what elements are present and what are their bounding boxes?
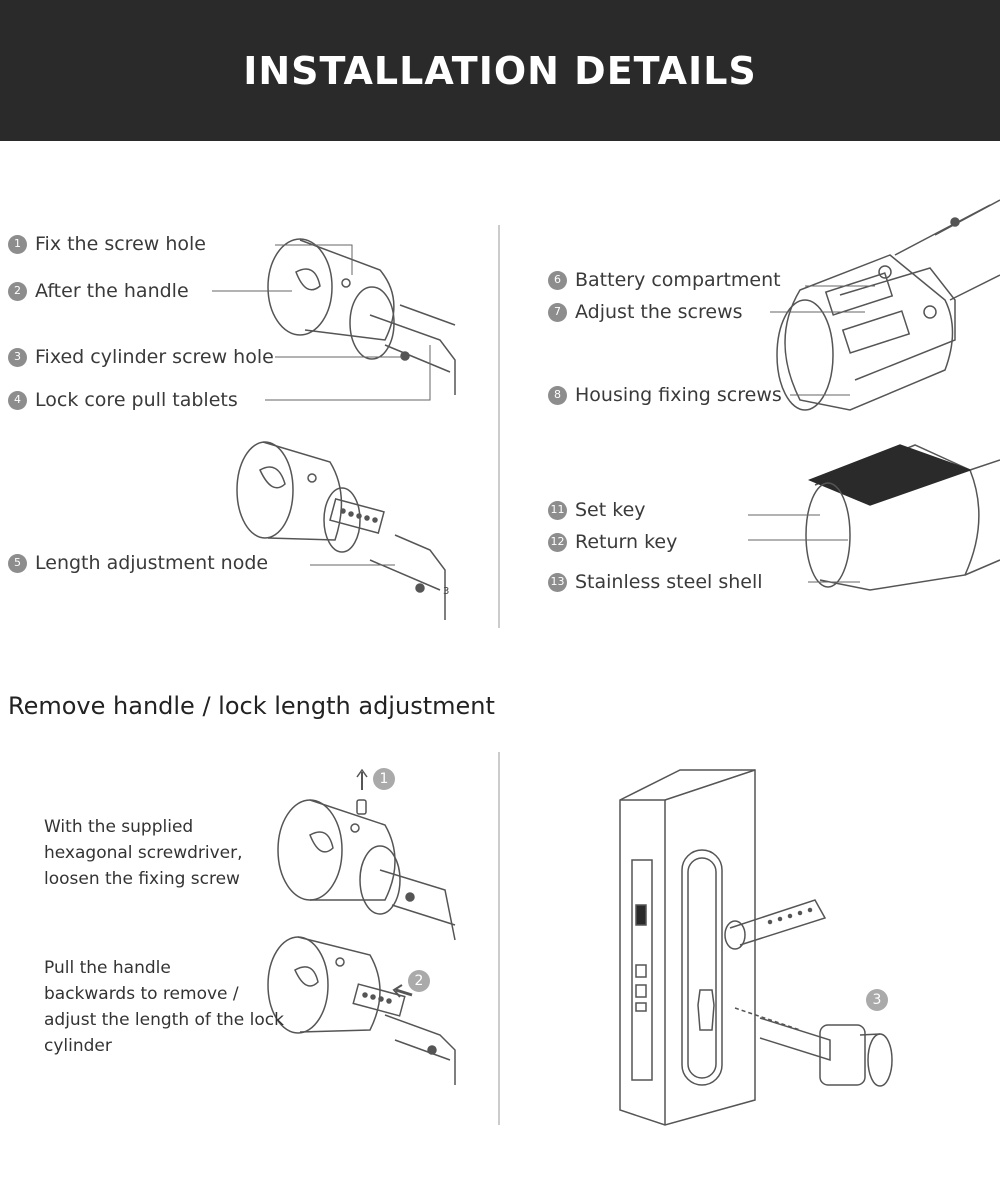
section-title: Remove handle / lock length adjustment <box>8 692 495 720</box>
label-lock-core-pull-tablets: 4 Lock core pull tablets <box>8 389 238 411</box>
number-badge: 11 <box>548 500 567 520</box>
step2-cylinder-illustration <box>267 936 456 1085</box>
label-text: Set key <box>575 499 646 521</box>
number-badge: 12 <box>548 532 567 552</box>
number-badge: 8 <box>548 385 567 405</box>
page-title: INSTALLATION DETAILS <box>243 48 757 93</box>
number-badge: 1 <box>8 234 27 254</box>
step2-instructions: Pull the handle backwards to remove / ad… <box>44 955 294 1059</box>
number-badge: 4 <box>8 390 27 410</box>
door-handle-illustration <box>619 769 893 1126</box>
label-text: Return key <box>575 531 678 553</box>
step2-line: Pull the handle <box>44 958 171 978</box>
label-text: Adjust the screws <box>575 301 743 323</box>
tick-label-3: 3 <box>443 586 449 597</box>
step1-line: loosen the fixing screw <box>44 869 240 889</box>
number-badge: 7 <box>548 302 567 322</box>
label-text: Fix the screw hole <box>35 233 206 255</box>
label-set-key: 11 Set key <box>548 499 646 521</box>
number-badge: 6 <box>548 270 567 290</box>
step2-line: backwards to remove / <box>44 984 239 1004</box>
label-text: Fixed cylinder screw hole <box>35 346 274 368</box>
number-badge: 3 <box>8 347 27 367</box>
number-badge: 5 <box>8 553 27 573</box>
step2-line: adjust the length of the lock <box>44 1010 284 1030</box>
step1-instructions: With the supplied hexagonal screwdriver,… <box>44 814 294 892</box>
header-banner: INSTALLATION DETAILS <box>0 0 1000 141</box>
label-text: Lock core pull tablets <box>35 389 238 411</box>
label-length-adjustment-node: 5 Length adjustment node <box>8 552 268 574</box>
label-text: Stainless steel shell <box>575 571 763 593</box>
leader-lines-top-right <box>770 285 875 396</box>
step2-line: cylinder <box>44 1036 112 1056</box>
label-stainless-steel-shell: 13 Stainless steel shell <box>548 571 763 593</box>
label-after-handle: 2 After the handle <box>8 280 189 302</box>
label-text: Length adjustment node <box>35 552 269 574</box>
handle-cylinder-illustration <box>267 238 456 395</box>
step1-line: hexagonal screwdriver, <box>44 843 243 863</box>
step1-line: With the supplied <box>44 817 194 837</box>
label-return-key: 12 Return key <box>548 531 677 553</box>
steel-shell-illustration <box>805 444 1000 591</box>
label-adjust-screws: 7 Adjust the screws <box>548 301 743 323</box>
label-fix-screw-hole: 1 Fix the screw hole <box>8 233 206 255</box>
label-housing-fixing-screws: 8 Housing fixing screws <box>548 384 782 406</box>
number-badge: 13 <box>548 572 567 592</box>
leader-lines-shell <box>748 514 860 583</box>
step-badge-2: 2 <box>408 970 430 992</box>
label-fixed-cylinder-screw-hole: 3 Fixed cylinder screw hole <box>8 346 274 368</box>
step1-cylinder-illustration <box>277 768 456 941</box>
battery-compartment-illustration <box>776 199 1000 411</box>
label-text: Housing fixing screws <box>575 384 782 406</box>
label-text: Battery compartment <box>575 269 781 291</box>
label-battery-compartment: 6 Battery compartment <box>548 269 781 291</box>
label-text: After the handle <box>35 280 189 302</box>
step-badge-3: 3 <box>866 989 888 1011</box>
length-adjustment-illustration <box>236 441 446 620</box>
step-badge-1: 1 <box>373 768 395 790</box>
leader-lines-top-left <box>212 244 431 401</box>
number-badge: 2 <box>8 281 27 301</box>
